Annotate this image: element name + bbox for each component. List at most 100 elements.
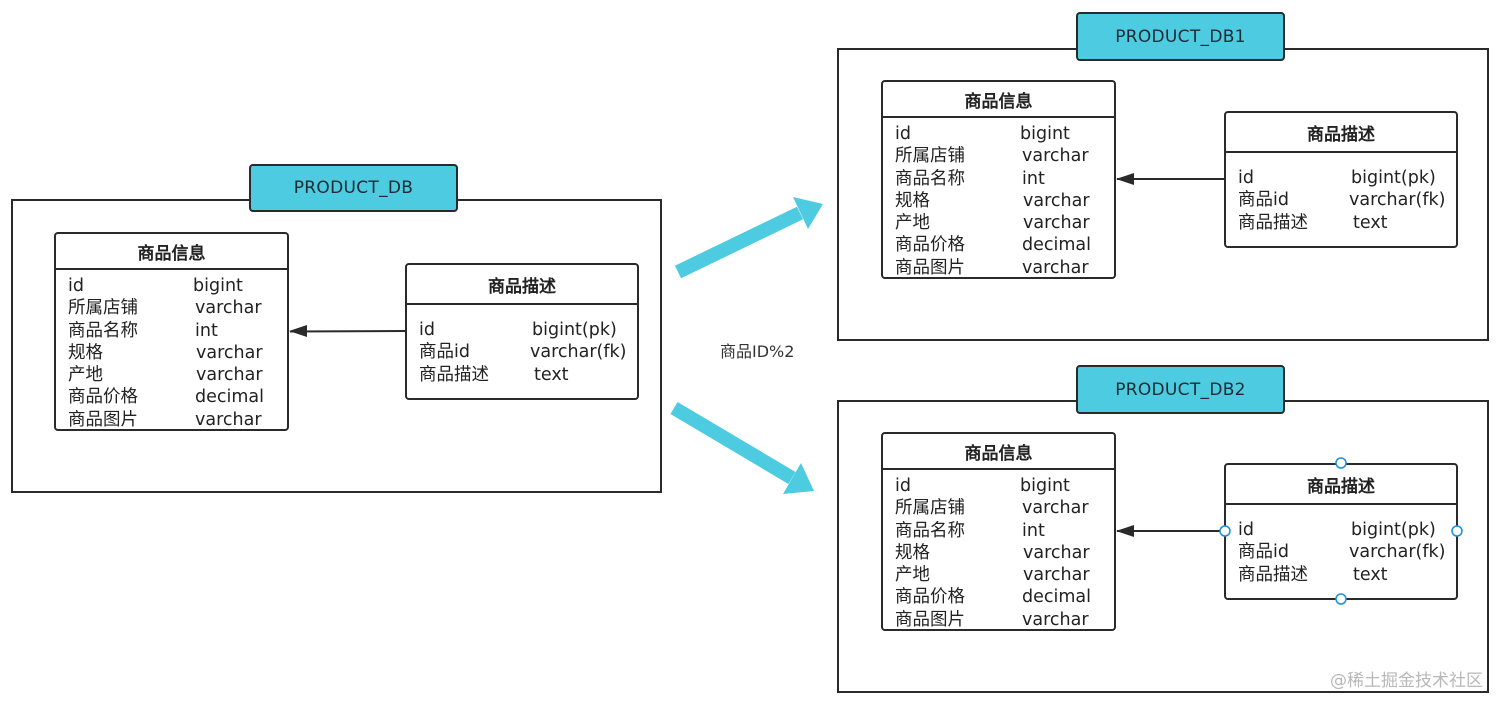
table-row: 商品名称 int: [895, 168, 1102, 190]
column-name: 规格: [895, 190, 930, 211]
table-row: 商品图片 varchar: [895, 609, 1102, 631]
column-name: 规格: [895, 542, 930, 563]
column-name: 商品id: [419, 342, 470, 363]
column-name: 所属店铺: [68, 298, 138, 319]
column-type: varchar(fk): [1349, 542, 1446, 563]
column-type: varchar: [1023, 213, 1090, 234]
column-name: id: [419, 320, 435, 340]
column-type: text: [1353, 564, 1388, 585]
table-title: 商品信息: [883, 434, 1114, 470]
column-type: varchar: [1023, 190, 1090, 211]
product-db1-label: PRODUCT_DB1: [1076, 12, 1285, 61]
column-name: 所属店铺: [895, 146, 965, 167]
column-name: 所属店铺: [895, 498, 965, 519]
column-type: bigint: [1020, 124, 1070, 144]
table-row: 所属店铺 varchar: [895, 497, 1102, 519]
table-row: 商品图片 varchar: [68, 409, 275, 431]
table-row: 商品id varchar(fk): [1238, 189, 1446, 211]
column-name: 商品id: [1238, 542, 1289, 563]
table-row: id bigint(pk): [419, 319, 625, 341]
column-type: varchar: [196, 365, 263, 386]
column-name: id: [895, 476, 911, 496]
column-name: 产地: [895, 565, 930, 586]
column-type: varchar(fk): [1349, 190, 1446, 211]
column-type: varchar: [195, 298, 262, 319]
table-title: 商品信息: [883, 82, 1114, 118]
column-type: int: [1022, 168, 1045, 189]
table-row: 产地 varchar: [68, 364, 275, 386]
table-row: 商品图片 varchar: [895, 257, 1102, 279]
table-row: 商品id varchar(fk): [1238, 541, 1446, 563]
column-type: varchar: [1023, 542, 1090, 563]
watermark: @稀土掘金技术社区: [1330, 671, 1483, 691]
table-title: 商品信息: [56, 234, 287, 270]
table-row: 商品名称 int: [68, 320, 275, 342]
column-name: 商品图片: [68, 409, 138, 430]
shard-rule-label: 商品ID%2: [720, 342, 795, 361]
table-row: 规格 varchar: [68, 342, 275, 364]
column-name: 商品描述: [1238, 212, 1308, 233]
table-row: 产地 varchar: [895, 212, 1102, 234]
product-info-table[interactable]: 商品信息 id bigint 所属店铺 varchar 商品名称 int 规格 varc…: [881, 80, 1116, 279]
column-name: 商品图片: [895, 609, 965, 630]
column-type: varchar: [1022, 498, 1089, 519]
column-type: varchar: [195, 409, 262, 430]
column-name: id: [1238, 168, 1254, 188]
table-title: 商品描述: [1226, 465, 1456, 505]
table-row: id bigint: [895, 123, 1102, 145]
column-name: 商品图片: [895, 257, 965, 278]
table-row: id bigint(pk): [1238, 167, 1444, 189]
column-type: varchar: [196, 342, 263, 363]
table-row: 所属店铺 varchar: [68, 297, 275, 319]
table-row: 商品价格 decimal: [895, 586, 1102, 608]
table-row: 商品描述 text: [419, 364, 625, 386]
column-type: bigint(pk): [532, 320, 617, 340]
table-row: 商品描述 text: [1238, 212, 1444, 234]
column-type: bigint(pk): [1351, 520, 1436, 540]
column-name: 商品价格: [895, 587, 965, 608]
product-desc-table[interactable]: 商品描述 id bigint(pk) 商品id varchar(fk) 商品描述 te…: [1224, 111, 1458, 248]
table-title: 商品描述: [1226, 113, 1456, 153]
column-type: bigint: [1020, 476, 1070, 496]
column-type: bigint(pk): [1351, 168, 1436, 188]
table-row: 规格 varchar: [895, 190, 1102, 212]
product-desc-table[interactable]: 商品描述 id bigint(pk) 商品id varchar(fk) 商品描述 te…: [405, 263, 639, 400]
product-desc-table-selected[interactable]: 商品描述 id bigint(pk) 商品id varchar(fk) 商品描述 te…: [1224, 463, 1458, 600]
column-type: text: [534, 364, 569, 385]
table-row: id bigint(pk): [1238, 519, 1444, 541]
table-row: id bigint: [895, 475, 1102, 497]
column-type: varchar: [1022, 609, 1089, 630]
column-type: varchar: [1022, 146, 1089, 167]
table-title: 商品描述: [407, 265, 637, 305]
column-name: 商品名称: [895, 168, 965, 189]
column-name: id: [1238, 520, 1254, 540]
column-type: varchar: [1022, 257, 1089, 278]
column-type: text: [1353, 212, 1388, 233]
table-row: 商品描述 text: [1238, 564, 1444, 586]
column-name: 产地: [895, 213, 930, 234]
column-name: 产地: [68, 365, 103, 386]
column-name: id: [895, 124, 911, 144]
column-type: varchar(fk): [530, 342, 627, 363]
shard-arrow-up[interactable]: [674, 197, 823, 279]
column-name: 商品描述: [1238, 564, 1308, 585]
column-name: 商品id: [1238, 190, 1289, 211]
column-type: decimal: [1022, 587, 1091, 608]
column-name: 商品价格: [895, 235, 965, 256]
product-db-label: PRODUCT_DB: [249, 164, 458, 212]
column-name: 商品名称: [68, 320, 138, 341]
column-name: 规格: [68, 342, 103, 363]
shard-arrow-down[interactable]: [670, 401, 814, 494]
column-type: int: [195, 320, 218, 341]
column-name: 商品名称: [895, 520, 965, 541]
column-name: 商品描述: [419, 364, 489, 385]
column-type: decimal: [1022, 235, 1091, 256]
table-row: 所属店铺 varchar: [895, 145, 1102, 167]
table-row: 商品id varchar(fk): [419, 341, 627, 363]
